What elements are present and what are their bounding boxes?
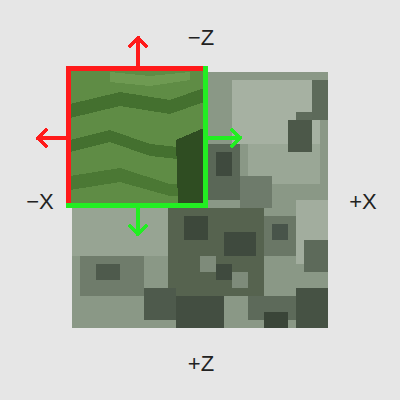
chunk-edges [68,68,205,205]
positive-edges [68,68,205,205]
axis-label: −Z [188,27,214,49]
arrow-north [130,38,146,68]
arrow-south [130,205,146,234]
axis-label: +Z [188,353,214,375]
arrow-east [205,130,240,146]
highlighted-chunk [70,70,204,204]
axis-label: −X [26,191,54,213]
axis-label: +X [349,191,377,213]
negative-edges [68,68,205,205]
arrow-west [38,130,68,146]
direction-arrows [38,38,240,234]
